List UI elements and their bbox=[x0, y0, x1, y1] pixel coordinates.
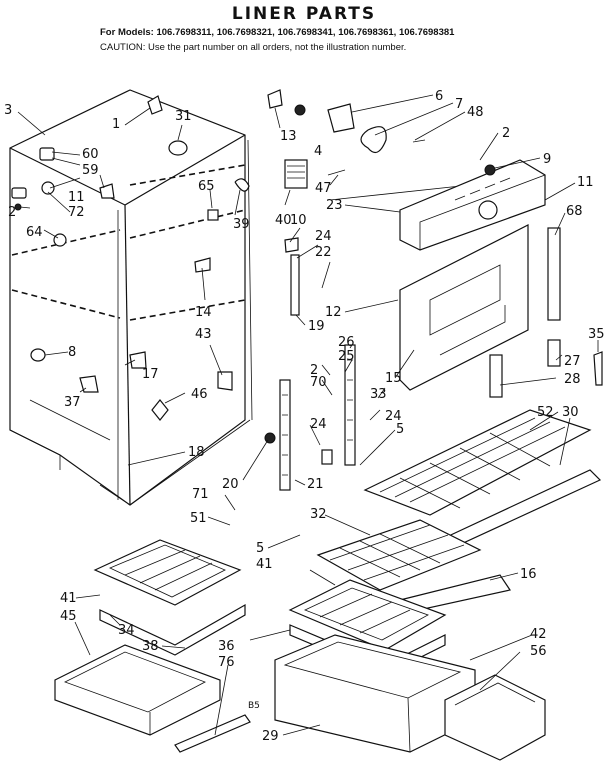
crisper-cover-left bbox=[93, 539, 246, 656]
leader-lines bbox=[17, 94, 599, 736]
callout-21: 21 bbox=[307, 477, 324, 492]
callout-60: 60 bbox=[82, 147, 99, 162]
liner-cabinet bbox=[9, 89, 253, 506]
callout-24c: 24 bbox=[385, 409, 402, 424]
rear-panel bbox=[399, 224, 603, 398]
callout-11b: 11 bbox=[577, 175, 594, 190]
crisper-pan-left bbox=[54, 644, 251, 753]
center-rails bbox=[264, 254, 356, 491]
callout-22: 22 bbox=[315, 245, 332, 260]
callout-40: 40 bbox=[275, 213, 292, 228]
callout-11a: 11 bbox=[68, 190, 85, 205]
callout-23: 23 bbox=[326, 198, 343, 213]
callout-25: 25 bbox=[338, 349, 355, 364]
callout-18: 18 bbox=[188, 445, 205, 460]
callout-38: 38 bbox=[142, 639, 159, 654]
callout-36: 36 bbox=[218, 639, 235, 654]
callout-b5: B5 bbox=[248, 701, 260, 711]
callout-65: 65 bbox=[198, 179, 215, 194]
callout-5b: 5 bbox=[256, 541, 264, 556]
callout-42: 42 bbox=[530, 627, 547, 642]
callout-46: 46 bbox=[191, 387, 208, 402]
callout-17: 17 bbox=[142, 367, 159, 382]
cabinet-small-parts bbox=[11, 95, 250, 466]
callout-27: 27 bbox=[564, 354, 581, 369]
callout-2b: 2 bbox=[502, 126, 510, 141]
callout-41b: 41 bbox=[256, 557, 273, 572]
callout-2a: 2 bbox=[8, 205, 16, 220]
light-housing bbox=[399, 159, 546, 251]
callout-30-label: 30 bbox=[562, 405, 579, 420]
callout-48: 48 bbox=[467, 105, 484, 120]
callout-68: 68 bbox=[566, 204, 583, 219]
callout-41a: 41 bbox=[60, 591, 77, 606]
callout-20: 20 bbox=[222, 477, 239, 492]
callout-10: 10 bbox=[290, 213, 307, 228]
callout-33: 33 bbox=[370, 387, 387, 402]
callout-12: 12 bbox=[325, 305, 342, 320]
callout-72: 72 bbox=[68, 205, 85, 220]
callout-9: 9 bbox=[543, 152, 551, 167]
callout-19: 19 bbox=[308, 319, 325, 334]
callout-71: 71 bbox=[192, 487, 209, 502]
page-title: LINER PARTS bbox=[231, 4, 377, 24]
callout-28: 28 bbox=[564, 372, 581, 387]
shelf-center bbox=[316, 519, 511, 613]
callout-1: 1 bbox=[112, 117, 120, 132]
callout-15: 15 bbox=[385, 371, 402, 386]
callout-31: 31 bbox=[175, 109, 192, 124]
callout-52: 52 bbox=[537, 405, 554, 420]
callout-26: 26 bbox=[338, 335, 355, 350]
callout-2c: 2 bbox=[310, 363, 318, 378]
crisper-pan-right bbox=[274, 634, 546, 761]
callout-4: 4 bbox=[314, 144, 322, 159]
callout-3: 3 bbox=[4, 103, 12, 118]
callout-37: 37 bbox=[64, 395, 81, 410]
callout-14: 14 bbox=[195, 305, 212, 320]
callout-6: 6 bbox=[435, 89, 443, 104]
top-center-parts bbox=[267, 89, 471, 253]
callout-35: 35 bbox=[588, 327, 605, 342]
callout-5a: 5 bbox=[396, 422, 404, 437]
callout-32: 32 bbox=[310, 507, 327, 522]
callout-56: 56 bbox=[530, 644, 547, 659]
callout-51: 51 bbox=[190, 511, 207, 526]
callout-70: 70 bbox=[310, 375, 327, 390]
callout-76: 76 bbox=[218, 655, 235, 670]
callout-16: 16 bbox=[520, 567, 537, 582]
callout-8: 8 bbox=[68, 345, 76, 360]
callout-64: 64 bbox=[26, 225, 43, 240]
callout-numbers: 3 1 31 60 59 11 72 2 64 65 39 14 43 8 17… bbox=[4, 89, 605, 744]
callout-47: 47 bbox=[315, 181, 332, 196]
caution-line: CAUTION: Use the part number on all orde… bbox=[100, 42, 407, 53]
callout-59: 59 bbox=[82, 163, 99, 178]
models-line: For Models: 106.7698311, 106.7698321, 10… bbox=[100, 27, 455, 38]
shelf-right bbox=[363, 409, 602, 551]
callout-43: 43 bbox=[195, 327, 212, 342]
callout-24a: 24 bbox=[315, 229, 332, 244]
callout-34: 34 bbox=[118, 623, 135, 638]
callout-7: 7 bbox=[455, 97, 463, 112]
callout-29: 29 bbox=[262, 729, 279, 744]
callout-39: 39 bbox=[233, 217, 250, 232]
callout-13: 13 bbox=[280, 129, 297, 144]
callout-45: 45 bbox=[60, 609, 77, 624]
callout-24b: 24 bbox=[310, 417, 327, 432]
